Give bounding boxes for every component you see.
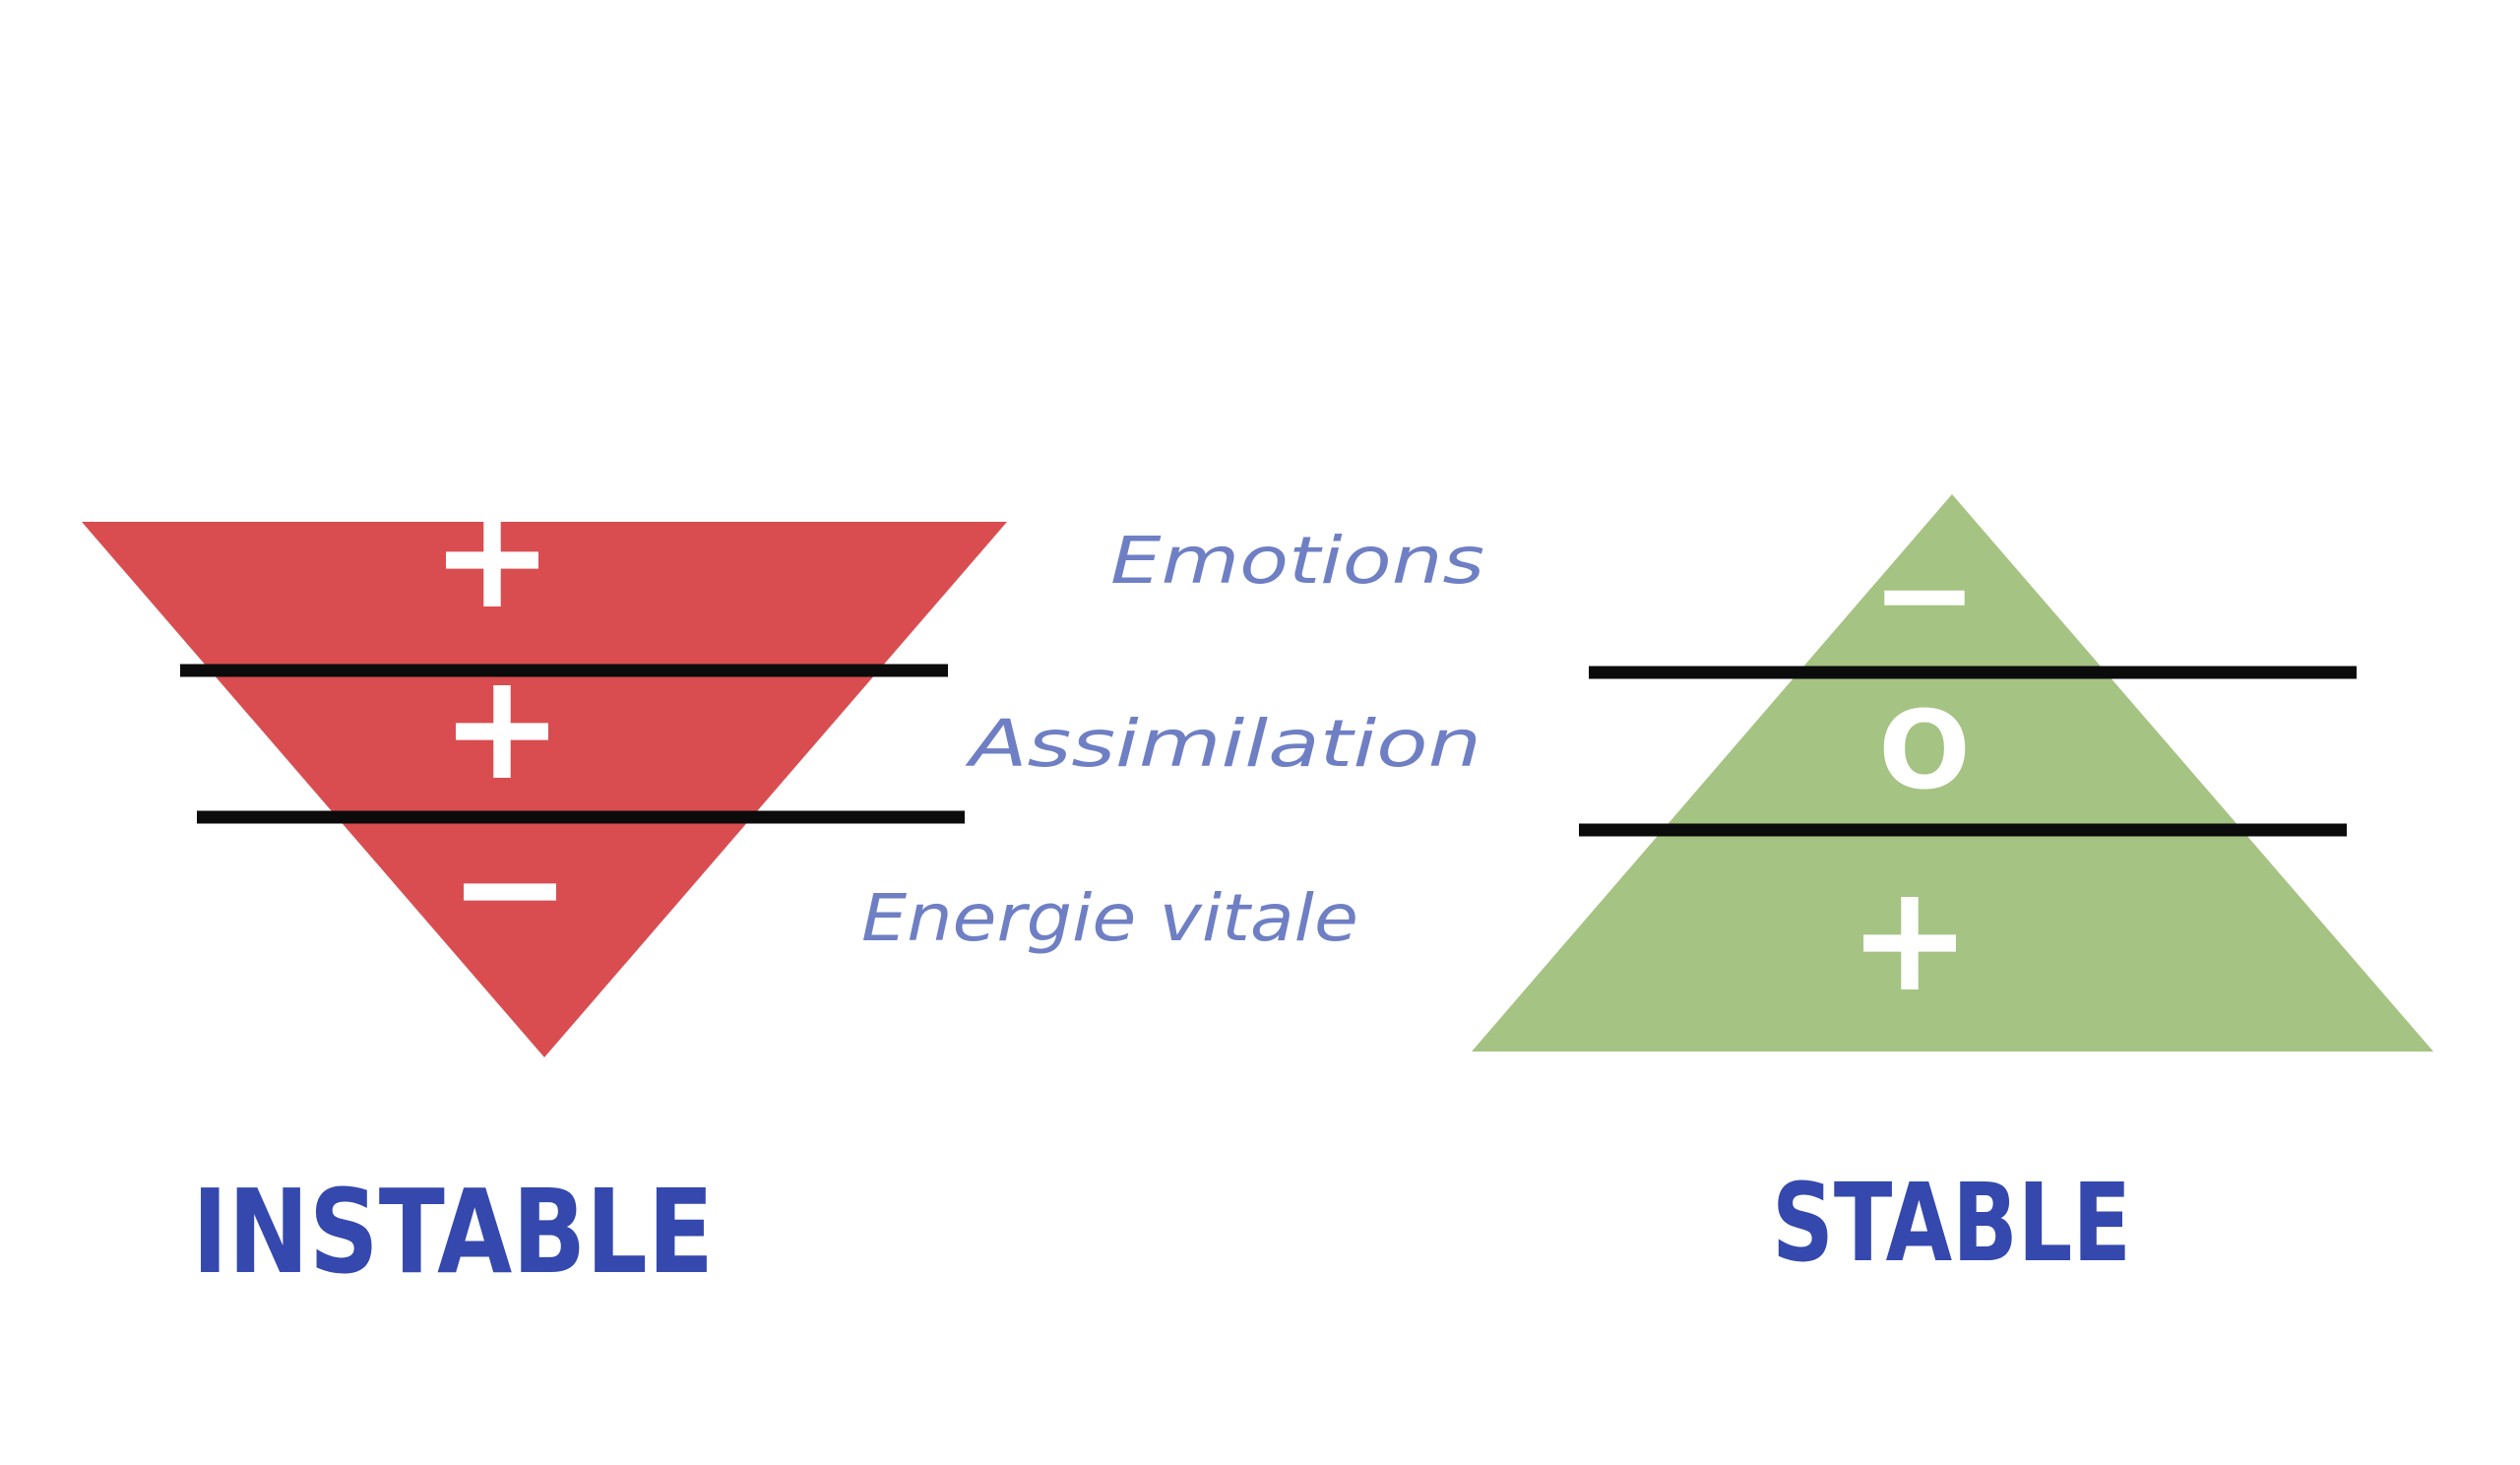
- layer-label-assimilation: Assimilation: [965, 706, 1481, 782]
- stable-sign-bottom: +: [1848, 854, 1972, 1025]
- unstable-sign-top: +: [430, 471, 554, 642]
- stable-sign-middle: O: [1878, 687, 1971, 813]
- unstable-sign-middle: +: [440, 642, 564, 813]
- stable-pyramid: − O +: [1472, 494, 2433, 1051]
- stable-label: STABLE: [1772, 1160, 2131, 1286]
- layer-label-emotions: Emotions: [1110, 523, 1484, 599]
- stable-triangle: [1472, 494, 2433, 1051]
- unstable-triangle: [82, 522, 1007, 1057]
- stable-sign-top: −: [1871, 519, 1979, 669]
- unstable-sign-bottom: −: [448, 802, 572, 974]
- layer-labels: Emotions Assimilation Energie vitale: [861, 523, 1484, 956]
- unstable-pyramid: + + −: [82, 471, 1007, 1057]
- unstable-label: INSTABLE: [192, 1164, 714, 1300]
- layer-label-energie-vitale: Energie vitale: [861, 880, 1358, 956]
